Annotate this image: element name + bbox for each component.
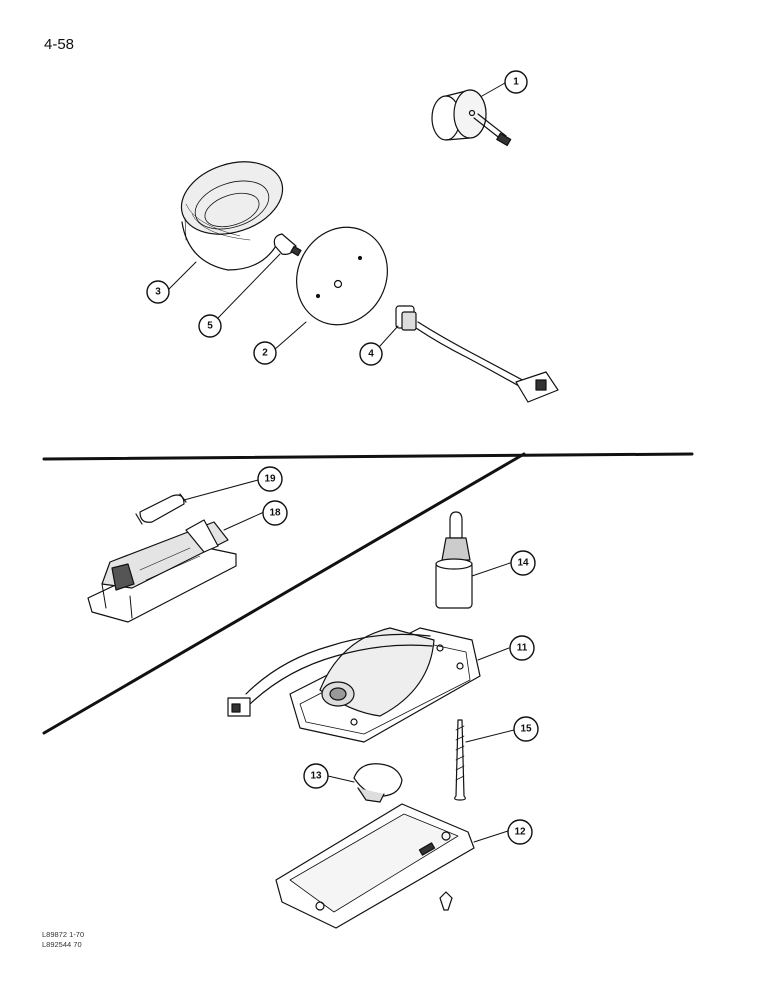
- part-1-lamp-housing: [431, 89, 512, 147]
- callout-12: 12: [507, 819, 533, 845]
- part-18-interior-lamp: [87, 519, 237, 623]
- callout-5: 5: [198, 314, 222, 338]
- svg-text:1: 1: [513, 77, 519, 88]
- illustration-codes: L89872 1-70 L892544 70: [42, 930, 84, 950]
- part-19-festoon-bulb: [135, 493, 187, 525]
- callout-13: 13: [303, 763, 329, 789]
- svg-text:11: 11: [517, 643, 528, 654]
- svg-text:13: 13: [310, 771, 322, 782]
- part-15-screw: [454, 719, 466, 801]
- svg-text:18: 18: [269, 508, 281, 519]
- part-3-lens-cover: [180, 161, 284, 271]
- svg-text:2: 2: [262, 348, 268, 359]
- illustration-code-2: L892544 70: [42, 940, 82, 949]
- svg-text:4: 4: [368, 349, 374, 360]
- illustration-code-1: L89872 1-70: [42, 930, 85, 939]
- svg-text:14: 14: [517, 558, 529, 569]
- svg-text:12: 12: [514, 827, 526, 838]
- svg-text:3: 3: [155, 287, 161, 298]
- callout-15: 15: [513, 716, 539, 742]
- callout-18: 18: [262, 500, 288, 526]
- callout-2: 2: [253, 341, 277, 365]
- callout-19: 19: [257, 466, 283, 492]
- callout-1: 1: [504, 70, 528, 94]
- page-number: 4-58: [44, 36, 75, 53]
- part-13-bulb: [353, 763, 403, 803]
- part-14-bulb-socket: [435, 511, 473, 609]
- svg-text:5: 5: [207, 321, 213, 332]
- part-5-bulb: [273, 233, 302, 257]
- part-11-lamp-housing: [227, 627, 481, 743]
- part-12-lens: [275, 803, 475, 929]
- svg-text:15: 15: [520, 724, 532, 735]
- callout-14: 14: [510, 550, 536, 576]
- callout-4: 4: [359, 342, 383, 366]
- section-divider-diagonal: [42, 452, 526, 735]
- svg-text:19: 19: [264, 474, 276, 485]
- leader-lines: [167, 82, 515, 843]
- part-2-gasket-disc: [296, 226, 388, 326]
- section-divider-horizontal: [42, 452, 694, 461]
- callouts: 1 3 5 2 4 19 18 14 11 15 13 12: [146, 70, 539, 845]
- callout-11: 11: [509, 635, 535, 661]
- part-4-socket-harness: [395, 305, 559, 403]
- callout-3: 3: [146, 280, 170, 304]
